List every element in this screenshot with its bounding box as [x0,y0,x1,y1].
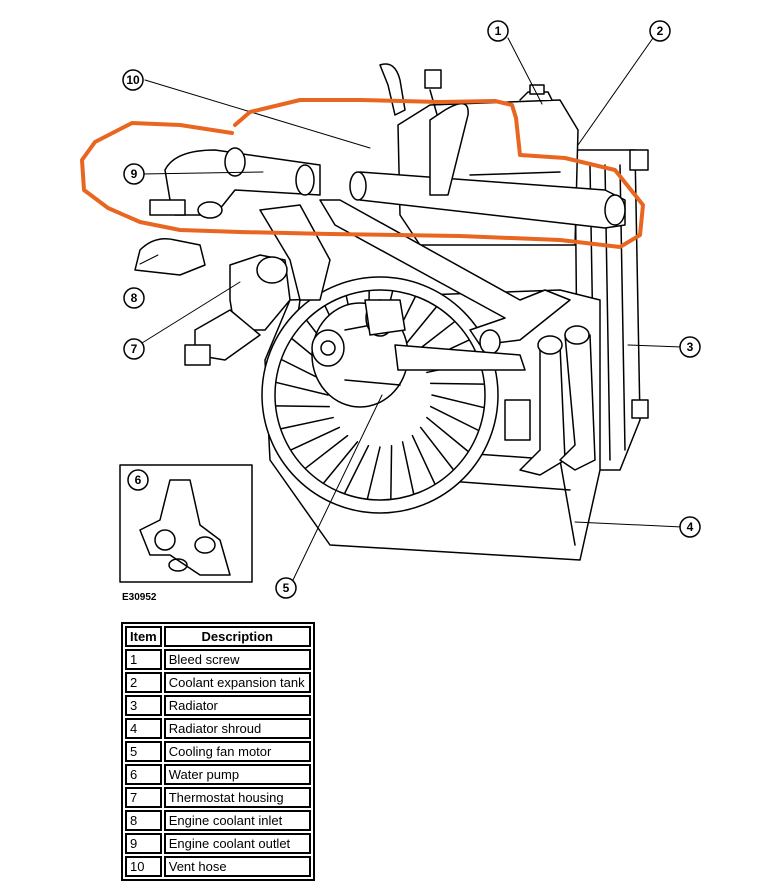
cooling-system-diagram: 1 2 3 4 5 6 7 8 9 10 [80,20,701,599]
legend-item-number: 1 [125,649,162,670]
thermostat-housing [184,254,291,366]
fan-blade [275,381,329,396]
legend-item-description: Water pump [163,764,311,785]
fan-blade [419,426,454,470]
legend-item-description: Engine coolant outlet [163,833,311,854]
fan-blade [431,394,485,409]
fan-blade [366,446,381,500]
callout-circle [275,577,297,599]
legend-item-number: 6 [125,764,162,785]
callout-circle [122,69,144,91]
callout-circle [123,163,145,185]
legend-item-number: 10 [125,856,162,877]
fan-blade [275,405,331,408]
legend-item-description: Radiator shroud [163,718,311,739]
callout-label: 9 [131,167,138,181]
callout-label: 7 [131,342,138,356]
legend-item-description: Thermostat housing [163,787,311,808]
lower-radiator-pipes [504,325,596,476]
callout-label: 6 [135,473,142,487]
fan-blade [305,434,349,469]
fan-blade [401,306,437,349]
callout-circle [123,338,145,360]
fan-blade [426,416,469,452]
figure-id: E30952 [122,592,157,603]
legend-item-description: Bleed screw [163,649,311,670]
fan-blade [390,444,393,500]
legend-item-number: 2 [125,672,162,693]
legend-item-number: 8 [125,810,162,831]
fan-blade [344,444,370,494]
engine-coolant-inlet [134,238,206,276]
fan-blade [401,441,415,495]
callout-label: 10 [126,73,140,87]
highlight-outline [80,98,645,249]
upper-radiator-hose [349,102,626,229]
fan-blade [280,416,334,430]
fan-blade [411,434,436,485]
legend-item-description: Vent hose [163,856,311,877]
legend-item-number: 7 [125,787,162,808]
callout-label: 2 [657,24,664,38]
fan-blade [290,426,341,451]
callout-label: 3 [687,340,694,354]
legend-item-number: 3 [125,695,162,716]
callout-circle [679,336,701,358]
legend-item-description: Coolant expansion tank [163,672,311,693]
fan-blade [429,382,485,385]
legend-header-description: Description [163,626,311,647]
callout-circle [123,287,145,309]
callout-circle [487,20,509,42]
callout-label: 4 [687,520,694,534]
callout-label: 1 [495,24,502,38]
legend-header-row: Item Description [125,626,311,647]
engine-coolant-outlet [149,147,321,219]
fan-blade [429,405,479,431]
fan-blade [323,441,359,484]
callout-label: 8 [131,291,138,305]
callout-circle [649,20,671,42]
legend-item-description: Engine coolant inlet [163,810,311,831]
legend-header-item: Item [125,626,162,647]
callout-label: 5 [283,581,290,595]
callout-markers: 1 2 3 4 5 6 7 8 9 10 [122,20,701,599]
legend-item-description: Radiator [163,695,311,716]
callout-circle [127,469,149,491]
leader-lines [139,37,683,581]
legend-item-number: 4 [125,718,162,739]
legend-item-number: 9 [125,833,162,854]
legend-item-number: 5 [125,741,162,762]
legend-item-description: Cooling fan motor [163,741,311,762]
callout-circle [679,516,701,538]
